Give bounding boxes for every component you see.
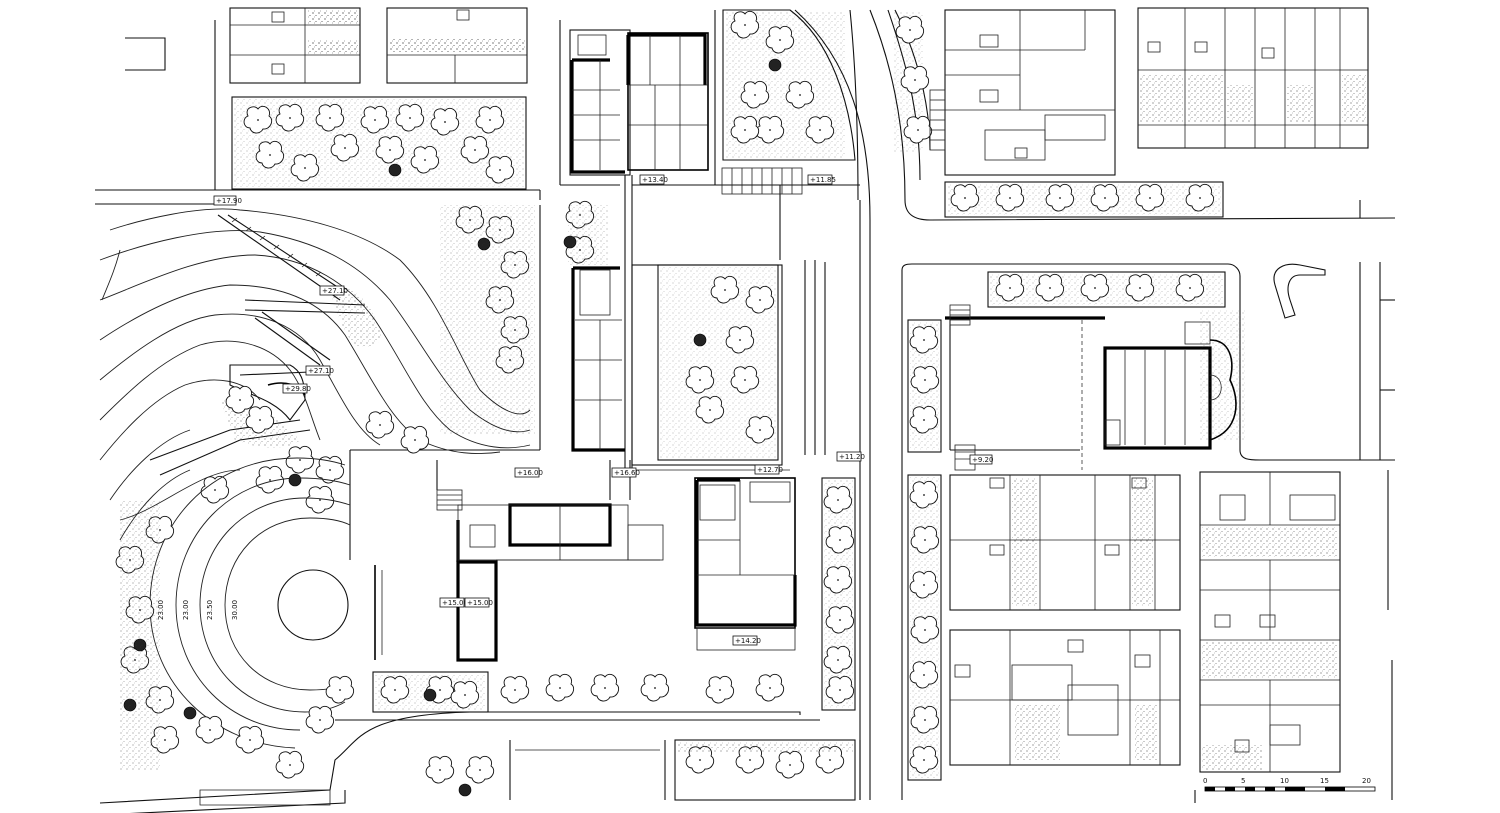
top-left-blocks (125, 7, 528, 84)
elevation-e14: +14.20 (732, 635, 761, 646)
scale-tick-15: 15 (1320, 777, 1329, 785)
scale-bar: 0 5 10 15 20 (1203, 777, 1376, 792)
svg-text:+13.40: +13.40 (642, 176, 668, 184)
park-strip-south (199, 671, 856, 806)
central-school-complex (436, 29, 803, 662)
park-strip-top-left (231, 96, 527, 190)
elevation-e1: +17.90 (213, 195, 242, 206)
elevation-e11: +9.20 (969, 454, 993, 465)
svg-text:+12.70: +12.70 (757, 466, 783, 474)
ring-label-3: 23.50 (206, 600, 214, 620)
scale-tick-0: 0 (1203, 777, 1207, 785)
elevation-e12: +15.00 (439, 597, 468, 608)
church-and-square (945, 304, 1245, 471)
svg-text:+11.85: +11.85 (810, 176, 836, 184)
ring-label-4: 30.00 (231, 600, 239, 620)
tree-strips-east (821, 181, 1226, 781)
hill-contours (99, 205, 535, 541)
svg-text:+9.20: +9.20 (972, 456, 993, 464)
amphitheatre-ring-labels: 23.00 23.00 23.50 30.00 (157, 600, 239, 620)
elevation-e7: +16.00 (514, 467, 543, 478)
svg-text:+15.00: +15.00 (467, 599, 493, 607)
housing-blocks-east (929, 7, 1395, 803)
elevation-e2: +13.40 (639, 174, 668, 185)
elevation-e13: +15.00 (464, 597, 493, 608)
svg-text:+27.10: +27.10 (308, 367, 334, 375)
scale-tick-5: 5 (1241, 777, 1245, 785)
svg-text:+17.90: +17.90 (216, 197, 242, 205)
svg-text:+16.60: +16.60 (614, 469, 640, 477)
park-north-east (563, 9, 933, 265)
scale-tick-20: 20 (1362, 777, 1371, 785)
ring-label-2: 23.00 (182, 600, 190, 620)
elevation-e9: +12.70 (754, 464, 783, 475)
svg-text:+16.00: +16.00 (517, 469, 543, 477)
elevation-labels: +17.90 +13.40 +11.85 +27.10 +27.10 +29.8… (213, 174, 993, 646)
elevation-e10: +11.20 (836, 451, 865, 462)
svg-text:+15.00: +15.00 (442, 599, 468, 607)
elevation-e6: +29.80 (282, 383, 311, 394)
elevation-e3: +11.85 (807, 174, 836, 185)
amphitheatre (115, 457, 383, 779)
svg-text:+14.20: +14.20 (735, 637, 761, 645)
svg-text:+11.20: +11.20 (839, 453, 865, 461)
svg-text:+29.80: +29.80 (285, 385, 311, 393)
svg-text:+27.10: +27.10 (322, 287, 348, 295)
elevation-e8: +16.60 (611, 467, 640, 478)
elevation-e4: +27.10 (319, 285, 348, 296)
elevation-e5: +27.10 (305, 365, 334, 376)
scale-tick-10: 10 (1280, 777, 1289, 785)
ring-label-1: 23.00 (157, 600, 165, 620)
